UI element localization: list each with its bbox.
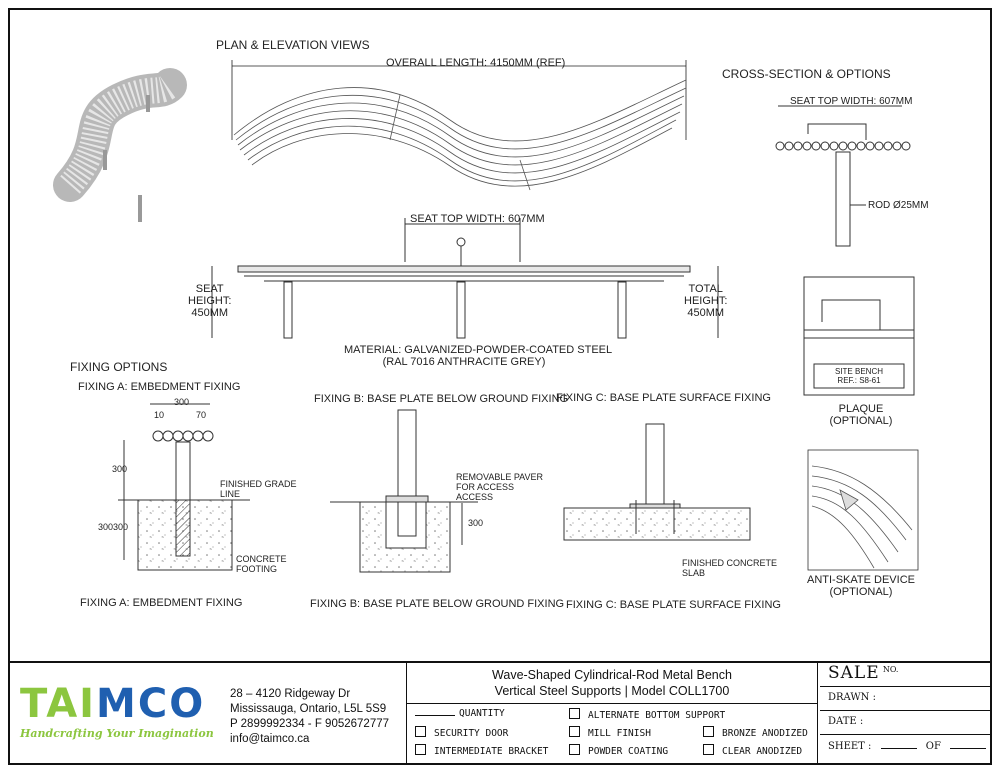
fixing-a-dim-300: 300 [174,397,190,407]
fixing-options-title: FIXING OPTIONS [70,360,168,374]
clear-anodized-option[interactable]: CLEAR ANODIZED [703,744,802,757]
fixing-a-caption: FIXING A: EMBEDMENT FIXING [80,597,243,609]
bronze-anodized-checkbox[interactable] [703,726,714,737]
rod-label: ROD Ø25mm [868,200,929,211]
plaque-caption: PLAQUE(OPTIONAL) [829,403,893,427]
drawing-sheet [8,8,992,765]
elevation-view [211,218,719,339]
fixing-c-caption: FIXING C: BASE PLATE SURFACE FIXING [566,599,781,611]
fixing-a-dim-70: 70 [196,410,207,420]
logo-wordmark: TAIMCO [20,683,220,725]
quantity-field[interactable]: QUANTITY [415,708,505,719]
security-door-option[interactable]: SECURITY DOOR [415,726,508,739]
cross-section-view [775,105,911,247]
cross-seat-width-label: SEAT TOP WIDTH: 607mm [790,96,913,107]
logo-letter: A [46,681,80,727]
options-grid: QUANTITY SECURITY DOOR INTERMEDIATE BRAC… [407,703,817,766]
fixing-b-detail [330,409,478,573]
title-block: TAIMCO Handcrafting Your Imagination 28 … [8,661,992,765]
sale-row: SALE NO. [820,663,990,687]
sheet-field[interactable]: SHEET : OF [820,735,990,763]
powder-coating-checkbox[interactable] [569,744,580,755]
powder-coating-option[interactable]: POWDER COATING [569,744,668,757]
logo-letter: I [79,681,97,727]
drawing-title: Wave-Shaped Cylindrical-Rod Metal Bench … [492,668,732,698]
drawn-field[interactable]: DRAWN : [820,687,990,711]
seat-top-width-label: SEAT TOP WIDTH: 607mm [410,213,545,225]
clear-anodized-checkbox[interactable] [703,744,714,755]
fixing-a-dim-300b: 300 [112,464,128,474]
intermediate-bracket-checkbox[interactable] [415,744,426,755]
anti-skate-detail [807,449,919,571]
alternate-bottom-support-checkbox[interactable] [569,708,580,719]
fixing-c-title: FIXING C: BASE PLATE SURFACE FIXING [556,392,771,404]
fixing-a-dim-300c: 300300 [98,522,129,532]
company-address: 28 – 4120 Ridgeway Dr Mississauga, Ontar… [230,688,390,745]
security-door-checkbox[interactable] [415,726,426,737]
plan-elevation-title: PLAN & ELEVATION VIEWS [216,38,370,52]
material-label: MATERIAL: GALVANIZED-POWDER-COATED STEEL… [344,344,613,368]
fixing-a-title: FIXING A: EMBEDMENT FIXING [78,381,241,393]
fixing-b-dim: 300 [468,518,484,528]
cross-section-title: CROSS-SECTION & OPTIONS [722,67,891,81]
date-field[interactable]: DATE : [820,711,990,735]
bronze-anodized-option[interactable]: BRONZE ANODIZED [703,726,808,739]
alternate-bottom-support-option[interactable]: ALTERNATE BOTTOM SUPPORT [569,708,725,721]
mill-finish-checkbox[interactable] [569,726,580,737]
title-block-right: SALE NO. DRAWN : DATE : SHEET : OF [820,663,992,765]
mill-finish-option[interactable]: MILL FINISH [569,726,651,739]
anti-skate-caption: ANTI-SKATE DEVICE(OPTIONAL) [807,574,915,598]
intermediate-bracket-option[interactable]: INTERMEDIATE BRACKET [415,744,548,757]
logo-letter: T [20,681,47,727]
fixing-a-dim-10: 10 [154,410,165,420]
taimco-logo: TAIMCO Handcrafting Your Imagination [20,683,220,763]
logo-tagline: Handcrafting Your Imagination [20,727,214,740]
overall-length-label: OVERALL LENGTH: 4150mm (REF) [386,57,566,69]
fixing-a-detail [118,403,250,571]
plaque-detail [803,276,915,396]
logo-letter: M [96,681,138,727]
plan-view [231,60,687,191]
fixing-b-caption: FIXING B: BASE PLATE BELOW GROUND FIXING [310,598,565,610]
fixing-c-detail [563,423,751,541]
logo-letter: O [169,681,206,727]
fixing-b-title: FIXING B: BASE PLATE BELOW GROUND FIXING [314,393,569,405]
drawings-canvas [53,60,919,573]
bench-render [53,68,187,222]
title-block-center: Wave-Shaped Cylindrical-Rod Metal Bench … [406,663,818,765]
logo-letter: C [137,681,170,727]
